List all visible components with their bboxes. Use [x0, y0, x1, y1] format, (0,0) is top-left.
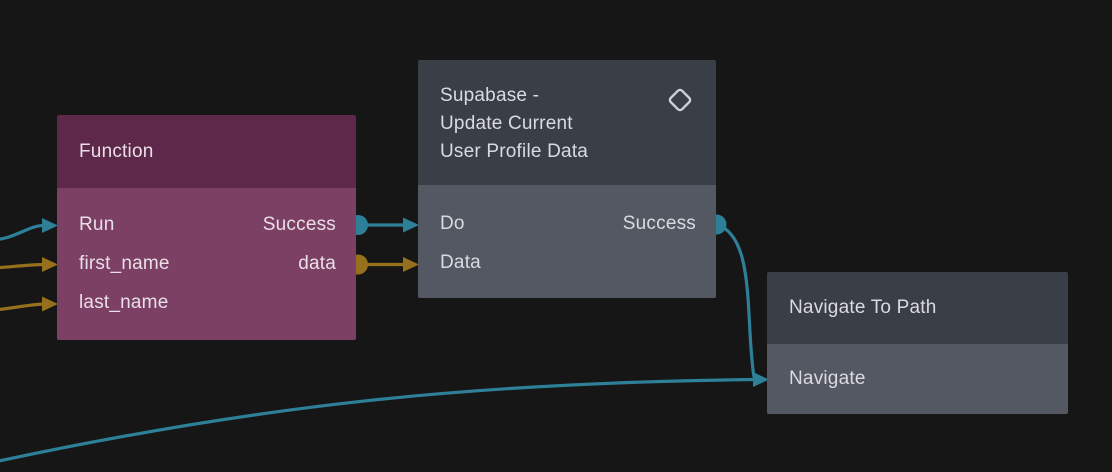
- node-navigate-to-path[interactable]: Navigate To Path Navigate: [767, 272, 1068, 414]
- node-supabase-update-profile[interactable]: Supabase - Update Current User Profile D…: [418, 60, 716, 298]
- port-row: Do Success: [418, 204, 716, 243]
- input-port-label-navigate: Navigate: [789, 367, 866, 389]
- arrowhead-supabase-data[interactable]: [403, 257, 419, 272]
- input-port-label-do: Do: [440, 212, 465, 234]
- input-port-label-data: Data: [440, 251, 481, 273]
- port-row: last_name: [57, 283, 356, 322]
- input-port-label-last-name: last_name: [79, 291, 169, 313]
- wire-offscreen-to-navigate[interactable]: [0, 377, 755, 463]
- port-row: Navigate: [767, 359, 1068, 398]
- node-navigate-title: Navigate To Path: [789, 297, 937, 318]
- node-navigate-header[interactable]: Navigate To Path: [767, 272, 1068, 344]
- arrowhead-run-input[interactable]: [42, 218, 58, 233]
- node-function[interactable]: Function Run Success first_name data las…: [57, 115, 356, 340]
- port-row: Data: [418, 243, 716, 282]
- node-navigate-body: Navigate: [767, 344, 1068, 414]
- output-port-label-success: Success: [622, 212, 696, 234]
- node-function-title: Function: [79, 140, 154, 162]
- arrowhead-supabase-do[interactable]: [403, 217, 419, 233]
- wire-to-run-input[interactable]: [0, 223, 44, 241]
- diamond-icon: [664, 84, 696, 122]
- node-supabase-body: Do Success Data: [418, 185, 716, 298]
- port-row: first_name data: [57, 244, 356, 283]
- input-port-label-run: Run: [79, 213, 115, 235]
- wire-to-firstname-input[interactable]: [0, 262, 44, 270]
- node-supabase-title: Supabase - Update Current User Profile D…: [440, 85, 589, 162]
- wire-supabase-success-to-navigate[interactable]: [715, 222, 756, 378]
- arrowhead-firstname-input[interactable]: [42, 257, 58, 272]
- output-port-label-data: data: [298, 252, 336, 274]
- output-port-label-success: Success: [262, 213, 336, 235]
- node-function-header[interactable]: Function: [57, 115, 356, 188]
- port-row: Run Success: [57, 205, 356, 244]
- input-port-label-first-name: first_name: [79, 252, 170, 274]
- arrowhead-lastname-input[interactable]: [42, 296, 58, 312]
- node-supabase-header[interactable]: Supabase - Update Current User Profile D…: [418, 60, 716, 185]
- wire-to-lastname-input[interactable]: [0, 302, 44, 311]
- node-function-body: Run Success first_name data last_name: [57, 188, 356, 340]
